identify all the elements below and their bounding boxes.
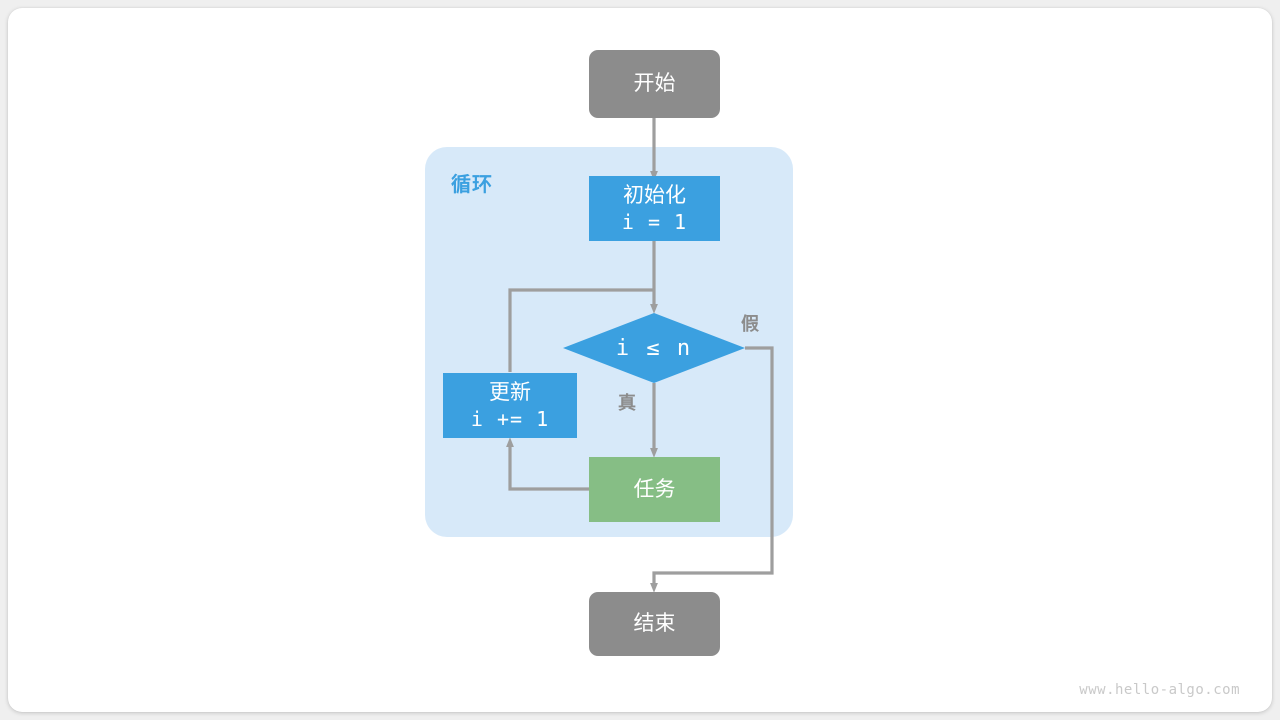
diagram-stage: 循环 开始 初始化 i = 1 i ≤ n: [8, 8, 1272, 712]
node-start-label: 开始: [633, 72, 676, 95]
edge-task-to-update: [506, 437, 589, 491]
edge-update-to-condition: [508, 288, 654, 372]
condition-diamond: [563, 313, 745, 383]
node-init[interactable]: 初始化 i = 1: [589, 176, 720, 241]
node-task[interactable]: 任务: [589, 457, 720, 522]
edge-label-true: 真: [618, 393, 637, 413]
node-init-line1: 初始化: [623, 183, 686, 207]
loop-group-label: 循环: [451, 174, 493, 196]
edge-condition-false-to-end: [650, 346, 774, 593]
node-update-line1: 更新: [489, 380, 531, 404]
watermark: www.hello-algo.com: [1079, 682, 1240, 698]
node-update-line2: i += 1: [470, 406, 550, 431]
diagram-canvas: 循环 开始 初始化 i = 1 i ≤ n: [8, 8, 1272, 712]
node-init-line2: i = 1: [621, 209, 688, 234]
node-task-label: 任务: [633, 477, 676, 501]
node-condition-label: i ≤ n: [615, 335, 693, 361]
node-end-label: 结束: [633, 612, 676, 635]
edge-label-false: 假: [741, 314, 760, 334]
node-update[interactable]: 更新 i += 1: [443, 373, 577, 438]
node-end[interactable]: 结束: [589, 592, 720, 656]
node-start[interactable]: 开始: [589, 50, 720, 118]
connector-layer: [506, 118, 774, 593]
